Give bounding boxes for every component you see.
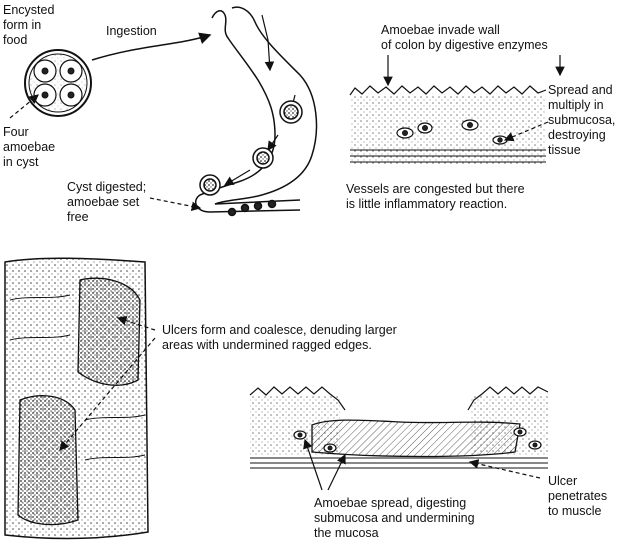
label-four-amoebae: Four amoebae in cyst <box>3 125 56 169</box>
label-ulcers-form: Ulcers form and coalesce, denuding large… <box>162 323 397 352</box>
colon-ulcer-illustration <box>4 257 149 540</box>
label-amoebae-spread: Amoebae spread, digesting submucosa and … <box>314 496 475 540</box>
amoebae-spread-pointer-2 <box>327 453 346 491</box>
label-invade: Amoebae invade wall of colon by digestiv… <box>381 23 548 52</box>
cyst-digested-pointer <box>149 197 202 212</box>
label-ingestion: Ingestion <box>106 24 157 38</box>
cyst-illustration <box>24 49 92 117</box>
label-spread-multiply: Spread and multiply in submucosa, destro… <box>548 83 616 157</box>
label-cyst-digested: Cyst digested; amoebae set free <box>67 180 147 224</box>
label-encysted: Encysted form in food <box>3 3 55 47</box>
digestive-tract-illustration <box>194 6 318 217</box>
label-vessels: Vessels are congested but there is littl… <box>346 182 525 211</box>
ingestion-arrow <box>91 32 212 61</box>
amoebae-spread-pointer-1 <box>303 438 323 491</box>
four-amoebae-pointer <box>9 94 39 119</box>
colon-wall-section <box>349 85 547 165</box>
ulcer-cross-section <box>249 386 549 469</box>
spread-dashed-pointer <box>503 121 549 142</box>
label-ulcer-penetrates: Ulcer penetrates to muscle <box>548 474 608 518</box>
ulcers-pointer-2 <box>59 337 156 451</box>
ulcer-penetrates-pointer <box>468 459 541 479</box>
